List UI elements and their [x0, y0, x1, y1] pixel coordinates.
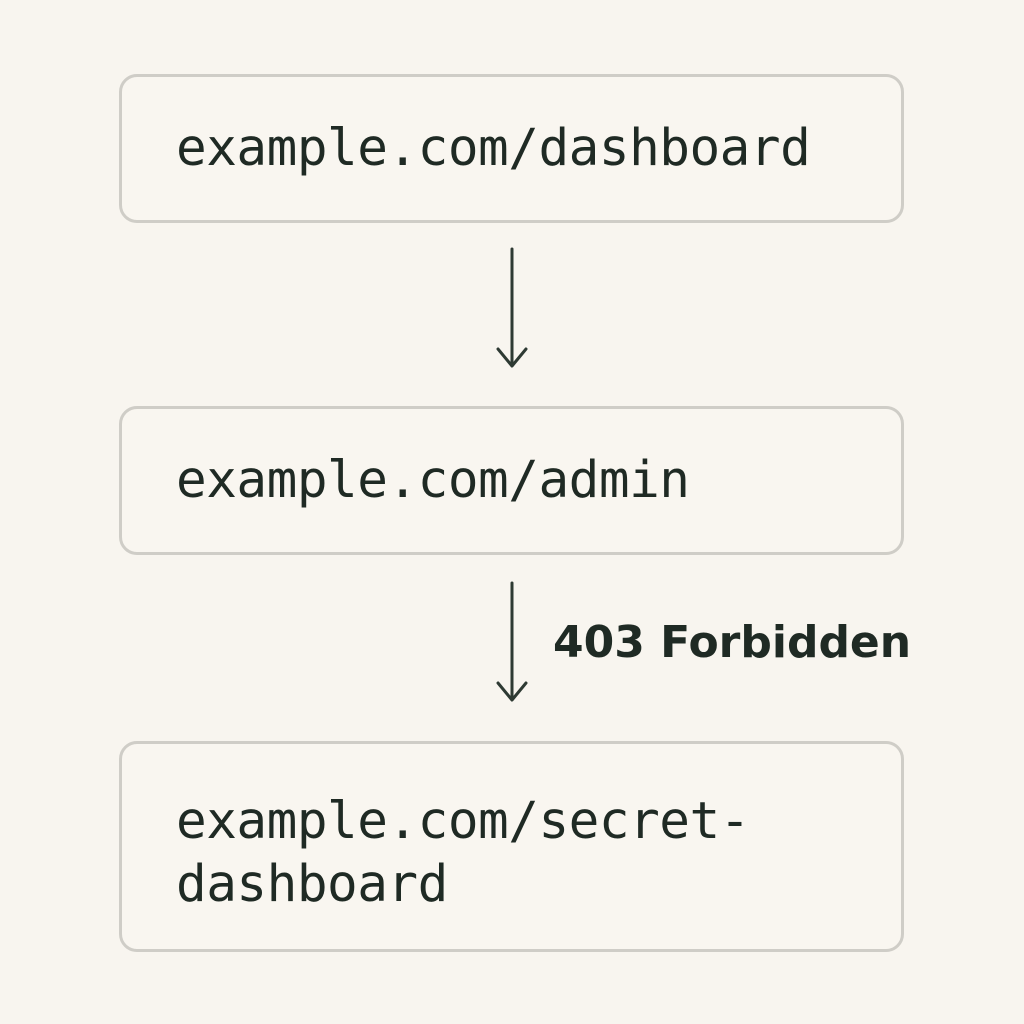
down-arrow-icon — [496, 247, 528, 368]
url-node-dashboard: example.com/dashboard — [119, 74, 904, 223]
url-node-secret-dashboard: example.com/secret- dashboard — [119, 741, 904, 952]
url-node-admin: example.com/admin — [119, 406, 904, 555]
url-node-text-line-2: dashboard — [176, 855, 448, 914]
url-node-text: example.com/admin — [176, 451, 690, 510]
edge-label-403-forbidden: 403 Forbidden — [553, 617, 912, 668]
down-arrow-icon — [496, 581, 528, 702]
url-node-text: example.com/dashboard — [176, 119, 811, 178]
url-node-text-line-1: example.com/secret- — [176, 792, 750, 851]
